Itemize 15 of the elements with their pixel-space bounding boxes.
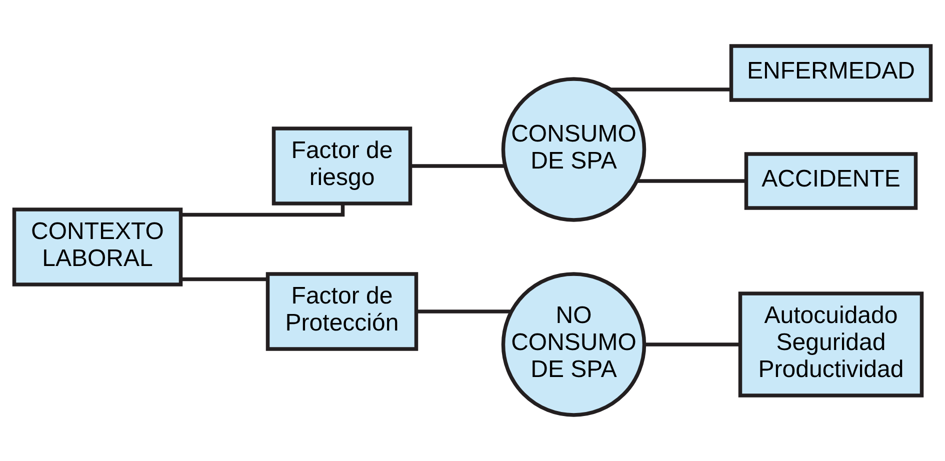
node-box: ENFERMEDAD [729, 44, 933, 102]
node-circle: CONSUMO DE SPA [501, 77, 646, 222]
connector [180, 277, 268, 282]
connector [644, 342, 740, 346]
node-box: Factor de riesgo [272, 126, 412, 206]
connector [637, 179, 746, 183]
node-circle: NO CONSUMO DE SPA [501, 272, 646, 417]
node-box: Autocuidado Seguridad Productividad [738, 292, 924, 398]
node-box: ACCIDENTE [744, 152, 918, 210]
connector [416, 310, 512, 314]
node-box: CONTEXTO LABORAL [12, 208, 183, 286]
connector [410, 164, 506, 168]
connector [611, 88, 731, 92]
connector [181, 204, 345, 217]
node-box: Factor de Protección [266, 272, 418, 351]
